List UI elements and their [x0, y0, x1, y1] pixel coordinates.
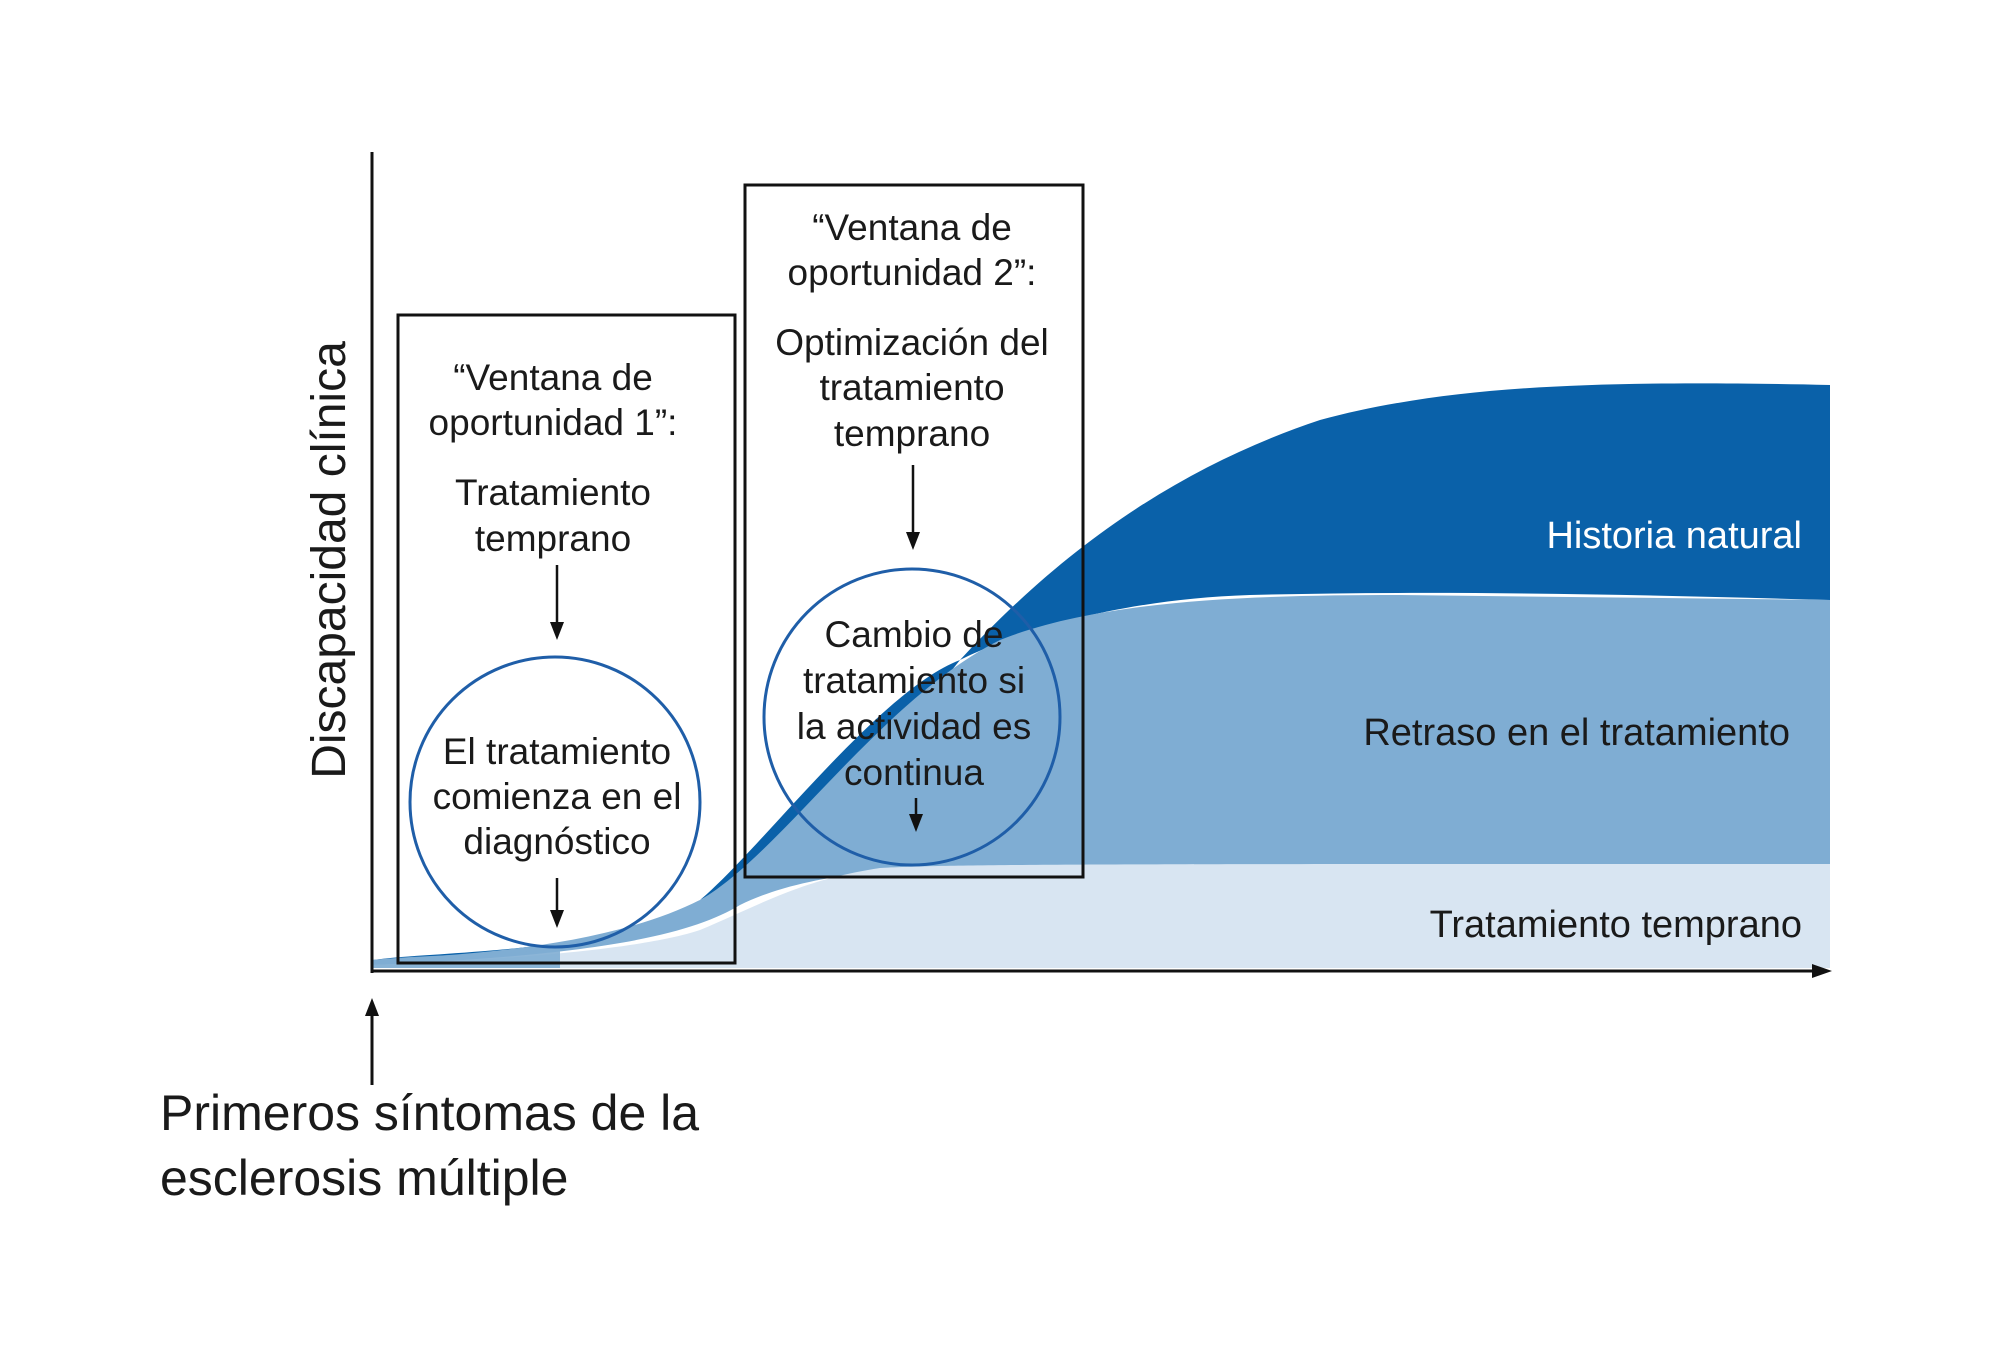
window-1-arrowhead: [550, 622, 564, 640]
window-2-subheading-line-1: Optimización del: [775, 322, 1049, 363]
window-2-circle: [762, 567, 1062, 867]
window-1-heading-line-2: oportunidad 1”:: [429, 402, 678, 443]
window-2-circle-arrowhead: [909, 814, 923, 832]
window-1-circle-line-1: El tratamiento: [443, 731, 671, 772]
window-2-subheading-line-3: temprano: [834, 413, 990, 454]
area-delayed-treatment: [372, 595, 1830, 965]
window-2-box: [743, 183, 1085, 879]
y-axis-title: Discapacidad clínica: [303, 341, 356, 779]
delayed-treatment-label: Retraso en el tratamiento: [1363, 712, 1790, 754]
window-2-heading-line-1: “Ventana de: [812, 207, 1012, 248]
window-2-circle-line-1: Cambio de: [825, 614, 1004, 655]
early-treatment-label: Tratamiento temprano: [1430, 904, 1802, 946]
window-2-heading-line-2: oportunidad 2”:: [788, 252, 1037, 293]
window-1-circle-arrowhead: [550, 910, 564, 928]
window-1-heading-line-1: “Ventana de: [453, 357, 653, 398]
window-1-circle: [408, 655, 702, 949]
area-natural-history: [372, 383, 1830, 960]
x-axis-arrowhead: [1812, 964, 1832, 978]
window-2-circle-line-3: la actividad es: [797, 706, 1031, 747]
first-symptoms-arrowhead: [365, 998, 379, 1016]
window-1-subheading-line-1: Tratamiento: [455, 472, 651, 513]
window-2-arrowhead: [906, 532, 920, 550]
natural-history-label: Historia natural: [1546, 515, 1802, 557]
window-1-box: [396, 313, 737, 965]
x-axis-caption-line-2: esclerosis múltiple: [160, 1150, 568, 1206]
window-2-circle-line-4: continua: [844, 752, 984, 793]
window-1-subheading-line-2: temprano: [475, 518, 631, 559]
window-2-circle-line-2: tratamiento si: [803, 660, 1025, 701]
window-1-circle-line-3: diagnóstico: [463, 821, 650, 862]
x-axis-caption-line-1: Primeros síntomas de la: [160, 1085, 699, 1141]
window-1-circle-line-2: comienza en el: [433, 776, 682, 817]
window-2-subheading-line-2: tratamiento: [819, 367, 1004, 408]
